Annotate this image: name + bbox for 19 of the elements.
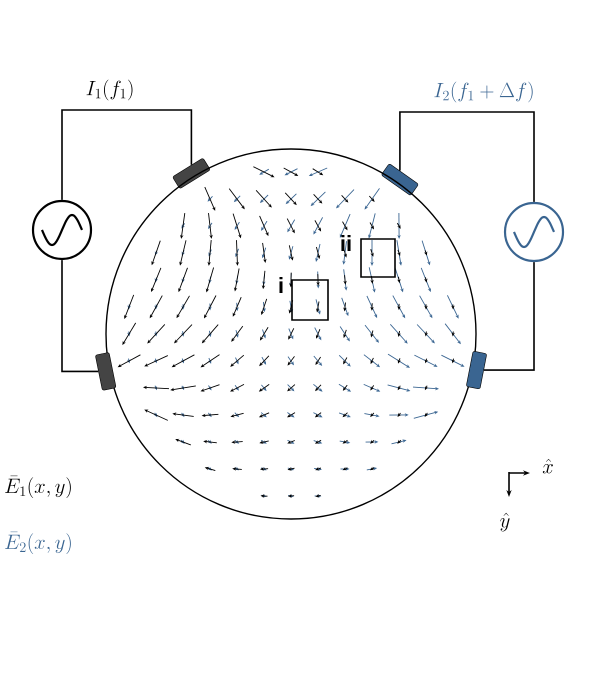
- electrode: [466, 351, 487, 390]
- wire: [61, 260, 98, 372]
- wire: [484, 262, 535, 371]
- electrode: [382, 164, 418, 196]
- box-label: ii: [341, 235, 351, 251]
- ac-source: [32, 200, 92, 260]
- wire: [399, 111, 535, 202]
- wire: [61, 109, 192, 200]
- axis-label: $\hat{x}$: [542, 458, 553, 474]
- head-outline: [105, 148, 477, 520]
- axis-label: $\hat{y}$: [500, 512, 510, 532]
- electrode: [172, 158, 210, 188]
- field-label: $\bar{E}_1(x,y)$: [5, 476, 71, 498]
- electrode: [95, 352, 116, 390]
- current-label: $I_1(f_1)$: [86, 80, 132, 100]
- field-label: $\bar{E}_2(x,y)$: [5, 532, 71, 554]
- current-label: $I_2(f_1+\Delta f)$: [434, 82, 533, 102]
- box-label: i: [279, 277, 282, 293]
- ac-source: [504, 202, 564, 262]
